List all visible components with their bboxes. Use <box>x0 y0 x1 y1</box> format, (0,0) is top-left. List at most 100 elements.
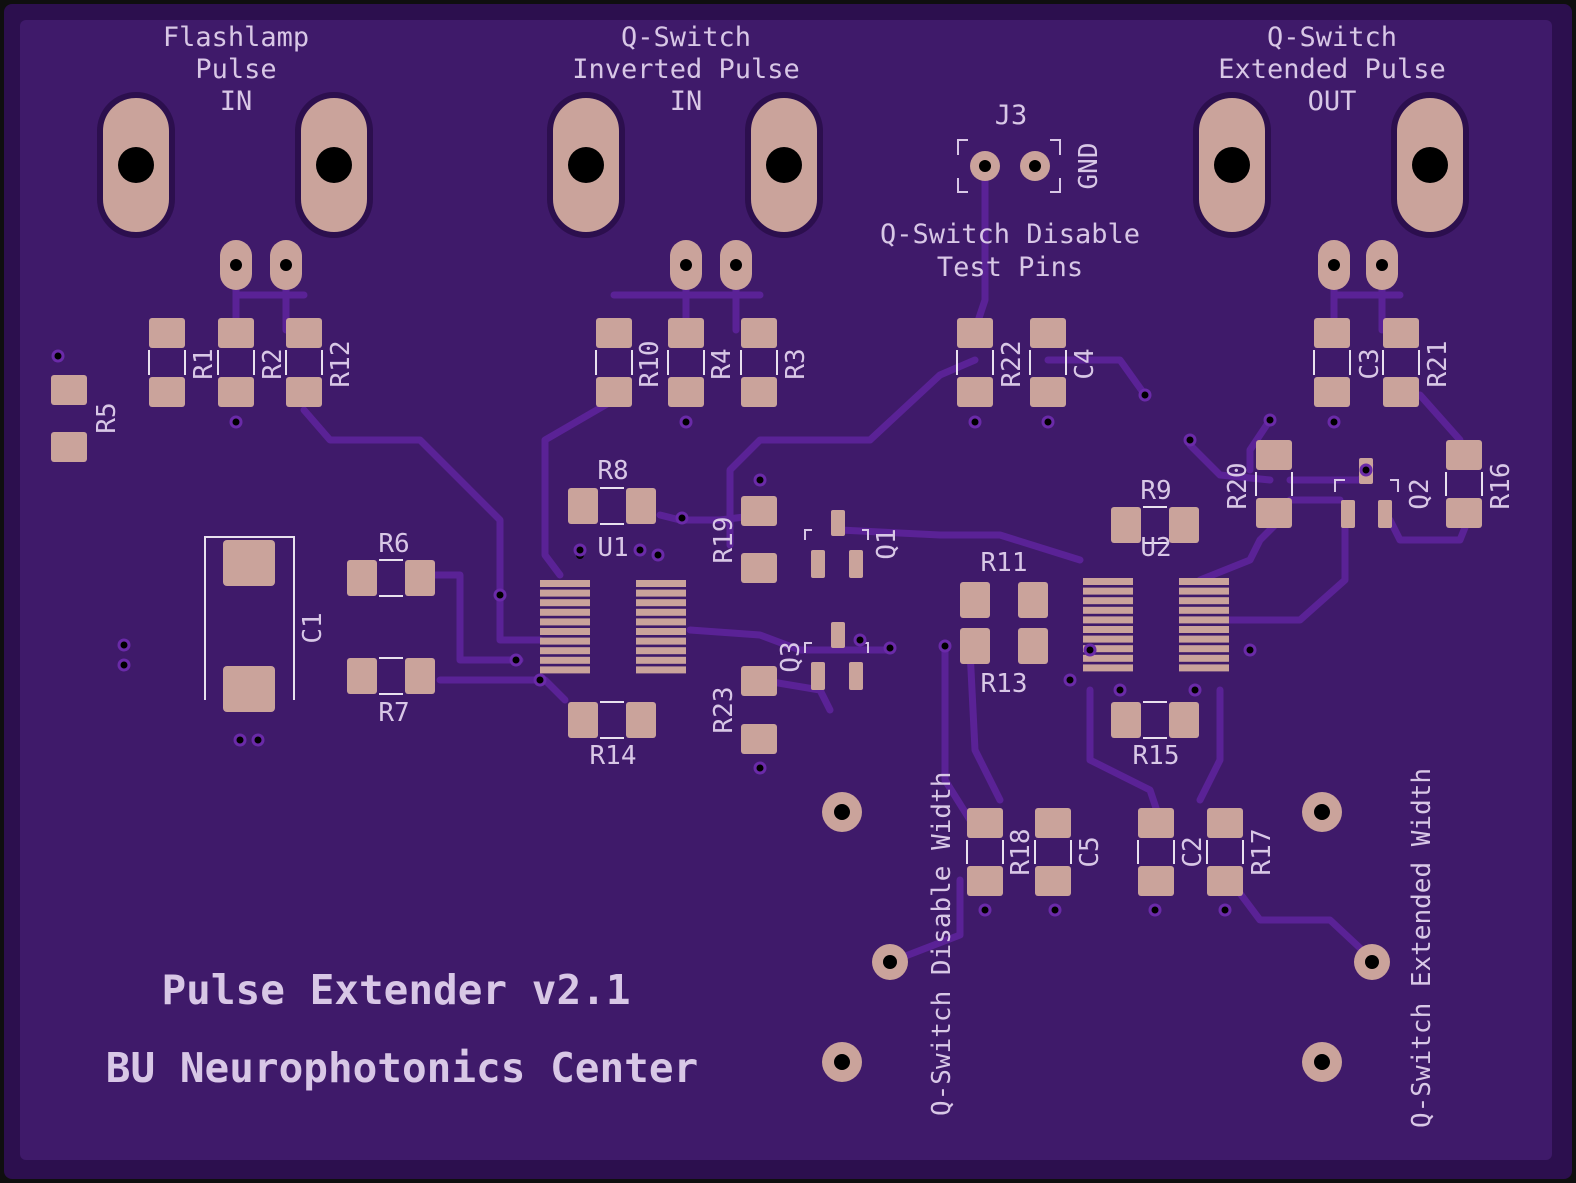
ic-pin <box>1083 578 1133 585</box>
ref-r4: R4 <box>707 348 737 379</box>
via <box>675 511 689 525</box>
ic-pin <box>1083 597 1133 605</box>
via <box>938 639 952 653</box>
ref-r18: R18 <box>1006 829 1036 876</box>
ref-c2: C2 <box>1178 836 1208 867</box>
ref-r17: R17 <box>1247 829 1277 876</box>
ref-q3: Q3 <box>776 641 806 672</box>
ic-pin <box>636 599 686 607</box>
ref-r5: R5 <box>92 402 122 433</box>
ic-pin <box>1083 645 1133 653</box>
ic-pin <box>1179 664 1229 672</box>
via <box>1188 683 1202 697</box>
via <box>1327 415 1341 429</box>
via <box>978 903 992 917</box>
board-org: BU Neurophotonics Center <box>106 1044 698 1092</box>
via <box>1243 643 1257 657</box>
ref-u1: U1 <box>597 533 628 563</box>
capacitor-c1 <box>204 536 295 712</box>
ic-pin <box>540 618 590 626</box>
via <box>1113 683 1127 697</box>
ic-pin <box>636 656 686 664</box>
via <box>1063 673 1077 687</box>
ic-pin <box>1083 664 1133 672</box>
via <box>1183 433 1197 447</box>
ref-r11: R11 <box>981 548 1028 578</box>
ic-pin <box>1179 597 1229 605</box>
bnc-qswitch-inverted <box>547 92 823 290</box>
ic-u2 <box>1083 578 1229 672</box>
j3-label-1: Q-Switch Disable <box>880 219 1140 250</box>
via <box>1048 903 1062 917</box>
flashlamp-label-1: Flashlamp <box>163 22 309 53</box>
j3-test-pins <box>957 139 1061 193</box>
ic-pin <box>636 647 686 655</box>
ic-pin <box>1083 654 1133 662</box>
via <box>251 733 265 747</box>
via <box>1083 643 1097 657</box>
ic-pin <box>540 656 590 664</box>
ic-pin <box>1179 606 1229 614</box>
via <box>51 349 65 363</box>
ic-pin <box>636 589 686 597</box>
ic-pin <box>540 599 590 607</box>
via <box>509 653 523 667</box>
ic-pin <box>1179 635 1229 643</box>
j3-label-2: Test Pins <box>937 252 1083 283</box>
ic-pin <box>636 666 686 674</box>
ic-pin <box>1083 626 1133 633</box>
via <box>233 733 247 747</box>
qinv-label-3: IN <box>670 86 703 117</box>
ic-pin <box>540 628 590 635</box>
via <box>493 588 507 602</box>
via <box>117 658 131 672</box>
via <box>573 543 587 557</box>
qinv-label-1: Q-Switch <box>621 22 751 53</box>
ic-pin <box>636 580 686 587</box>
via <box>633 543 647 557</box>
via <box>533 673 547 687</box>
ref-r9: R9 <box>1140 476 1171 506</box>
ic-pin <box>636 608 686 616</box>
ref-r23: R23 <box>709 687 739 734</box>
transistor-q1 <box>804 510 869 578</box>
ref-q1: Q1 <box>872 528 902 559</box>
qinv-label-2: Inverted Pulse <box>572 54 800 85</box>
flashlamp-label-3: IN <box>220 86 253 117</box>
bnc-qswitch-extended <box>1193 92 1469 290</box>
via <box>651 548 665 562</box>
ic-pin <box>1179 578 1229 585</box>
flashlamp-label-2: Pulse <box>195 54 276 85</box>
ref-r21: R21 <box>1423 341 1453 388</box>
smd-horizontal-pads <box>347 488 1199 738</box>
ref-r13: R13 <box>981 669 1028 699</box>
ic-pin <box>540 637 590 645</box>
ref-c3: C3 <box>1355 348 1385 379</box>
ref-c1: C1 <box>298 612 328 643</box>
smd-vertical-pads <box>51 318 1482 896</box>
ic-pin <box>1179 654 1229 662</box>
via <box>1263 413 1277 427</box>
ic-pin <box>540 666 590 674</box>
ic-pin <box>1179 616 1229 624</box>
via <box>117 638 131 652</box>
ic-pin <box>1179 645 1229 653</box>
via <box>883 641 897 655</box>
via <box>1041 415 1055 429</box>
ic-pin <box>636 628 686 635</box>
via <box>753 473 767 487</box>
ic-pin <box>1083 616 1133 624</box>
ref-r20: R20 <box>1223 463 1253 510</box>
ref-r16: R16 <box>1486 463 1516 510</box>
ref-r8: R8 <box>597 456 628 486</box>
via <box>1359 463 1373 477</box>
ic-pin <box>540 647 590 655</box>
disable-width-label: Q-Switch Disable Width <box>927 772 957 1116</box>
ic-u1 <box>540 551 686 674</box>
via <box>1218 903 1232 917</box>
ref-r12: R12 <box>326 341 356 388</box>
via <box>753 761 767 775</box>
ic-pin <box>540 608 590 616</box>
ic-pin <box>1083 635 1133 643</box>
